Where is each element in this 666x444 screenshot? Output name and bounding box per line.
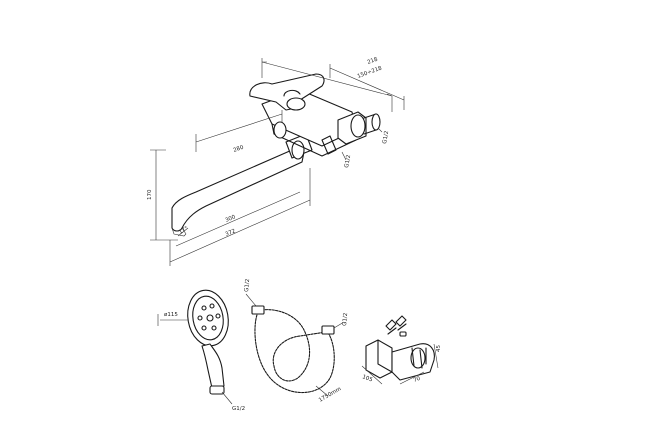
shower-handle [201,343,225,389]
hose-length-label: 1750mm [318,386,342,404]
shower-thread-label: G1/2 [232,406,245,412]
dim-150-218: 150÷218 [357,65,384,80]
holder-base [365,339,393,379]
holder-dim-b: 70 [413,376,422,384]
hose-coil-outer [254,311,335,394]
wall-faucet-drawing: 218 150÷218 280 300 372 170 17° G1/2 G1/… [147,56,405,266]
holder-dim-c: 45 [436,345,442,352]
hose-nut-right [321,325,335,335]
holder-dim-a: 105 [361,374,373,383]
shower-hose-drawing [245,293,345,397]
mounting-screws-icon [385,315,407,337]
dim-218: 218 [367,56,379,65]
spout [171,149,305,232]
dim-300: 300 [225,214,237,224]
dim-280: 280 [233,144,245,153]
dim-angle: 17° [178,226,190,236]
wall-holder-drawing [361,315,439,385]
faucet-dimensions [150,58,405,266]
spray-nozzles [197,303,221,331]
hose-nut-top [251,305,265,315]
hose-thread-top-label: G1/2 [244,279,251,293]
hose-thread-right-label: G1/2 [342,313,349,327]
diverter-knob [273,121,287,139]
shower-handle-end [209,385,225,395]
dim-g12-bottom: G1/2 [344,154,352,168]
hose-coil-inner [261,309,327,382]
dim-170: 170 [147,189,153,200]
hand-shower-drawing [157,289,233,405]
dim-372: 372 [225,228,237,237]
dim-g12-right: G1/2 [382,130,390,144]
shower-diameter-label: ø115 [164,312,178,318]
